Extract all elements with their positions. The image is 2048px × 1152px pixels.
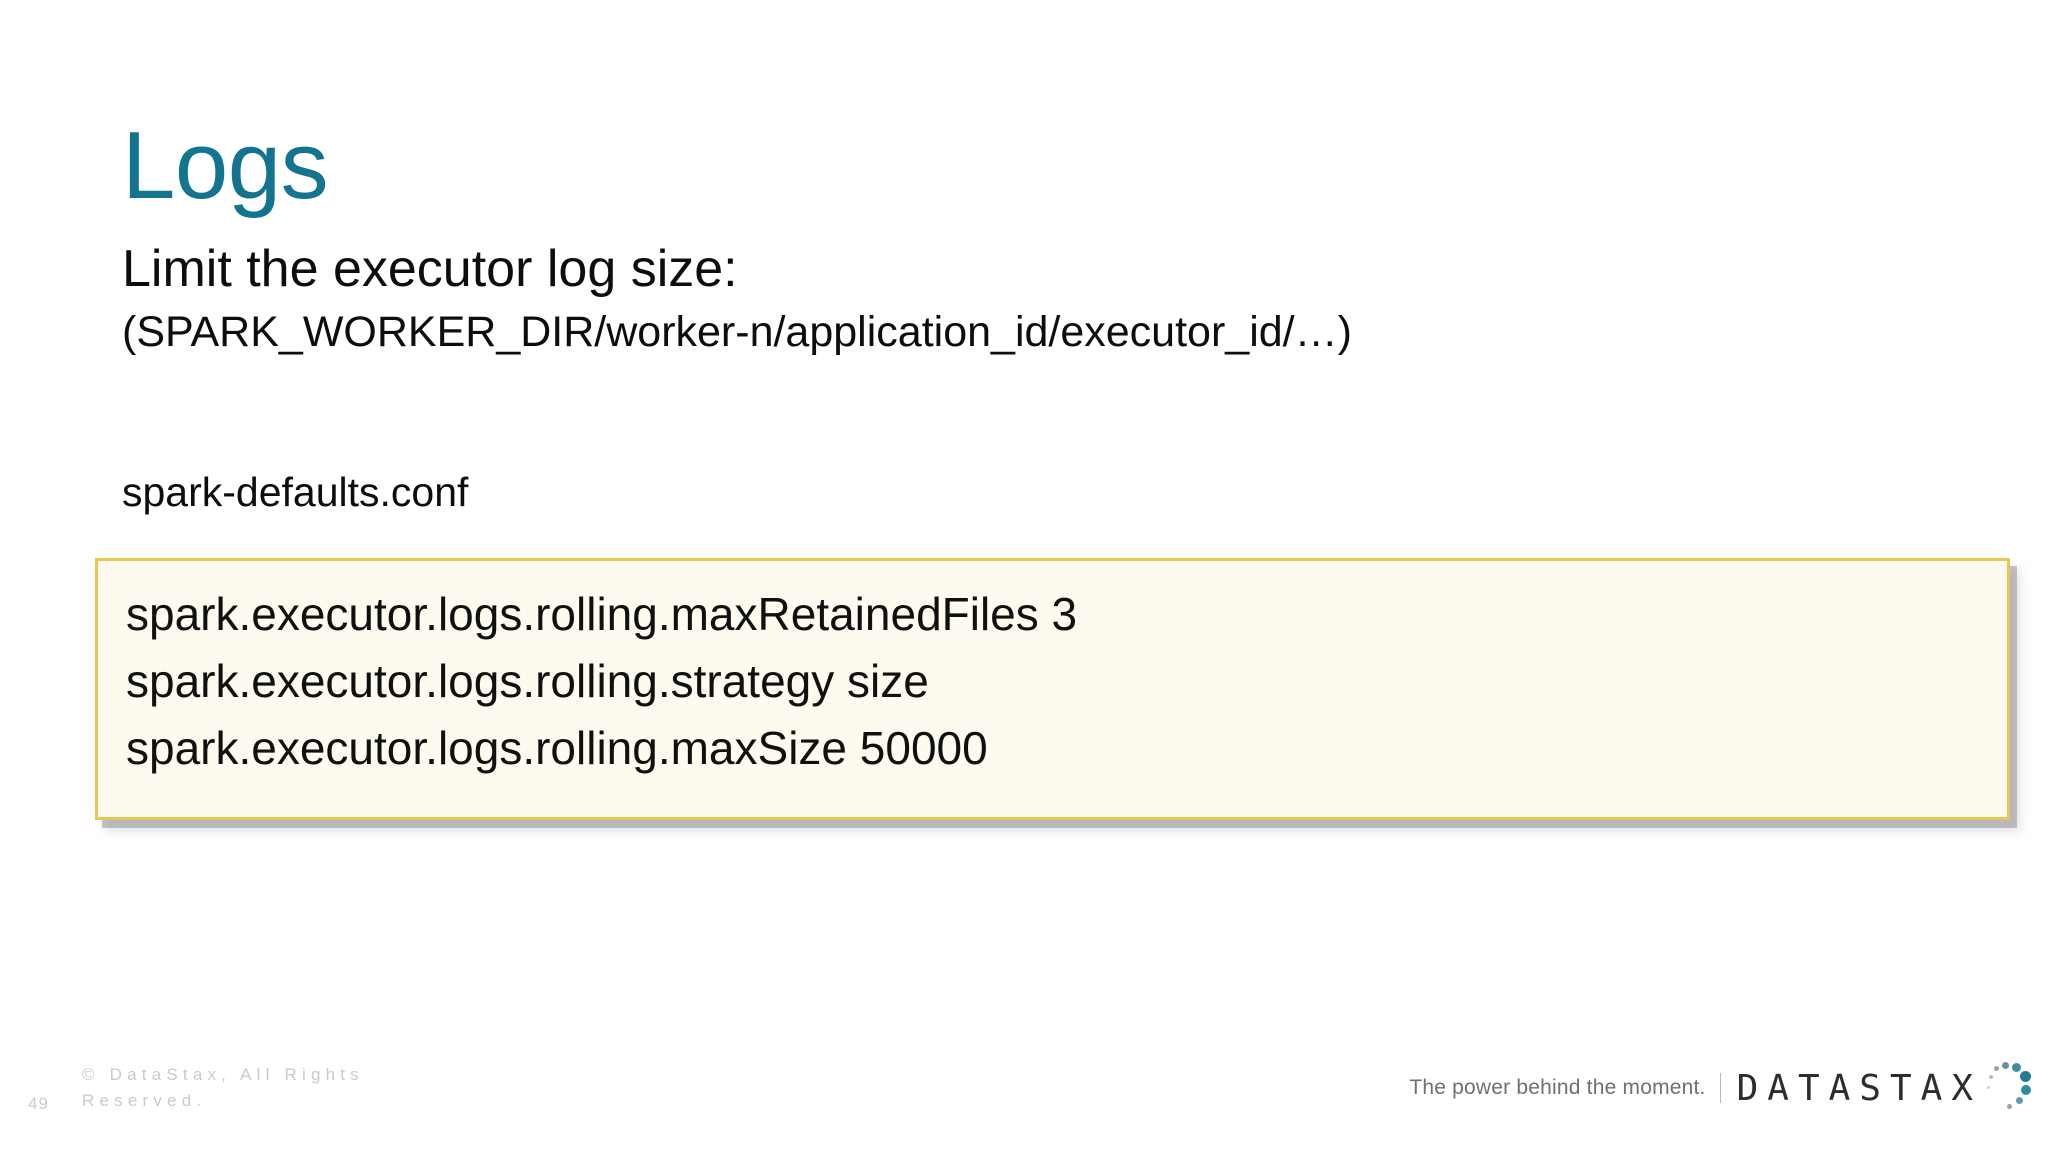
config-callout-box: spark.executor.logs.rolling.maxRetainedF…: [95, 558, 2010, 820]
lead-text: Limit the executor log size:: [122, 240, 738, 298]
config-line: spark.executor.logs.rolling.maxSize 5000…: [126, 722, 988, 774]
page-number: 49: [28, 1094, 49, 1113]
brand-tagline: The power behind the moment.: [1409, 1076, 1706, 1099]
page-title: Logs: [122, 112, 329, 220]
copyright-notice: © DataStax, All Rights Reserved.: [82, 1065, 364, 1110]
brand-divider: [1719, 1073, 1721, 1103]
datastax-wordmark: DATASTAX: [1736, 1067, 1982, 1109]
config-line: spark.executor.logs.rolling.strategy siz…: [126, 655, 929, 707]
config-file-label: spark-defaults.conf: [122, 469, 469, 515]
config-line: spark.executor.logs.rolling.maxRetainedF…: [126, 588, 1078, 640]
config-callout-content: spark.executor.logs.rolling.maxRetainedF…: [126, 581, 1997, 782]
body-content: Limit the executor log size: (SPARK_WORK…: [122, 240, 1942, 360]
slide-footer: 49 © DataStax, All Rights Reserved. The …: [0, 1022, 2048, 1152]
log-path-text: (SPARK_WORKER_DIR/worker-n/application_i…: [122, 308, 1352, 357]
datastax-logo: The power behind the moment. DATASTAX: [1409, 1062, 2034, 1114]
datastax-swirl-icon: [1978, 1060, 2034, 1116]
